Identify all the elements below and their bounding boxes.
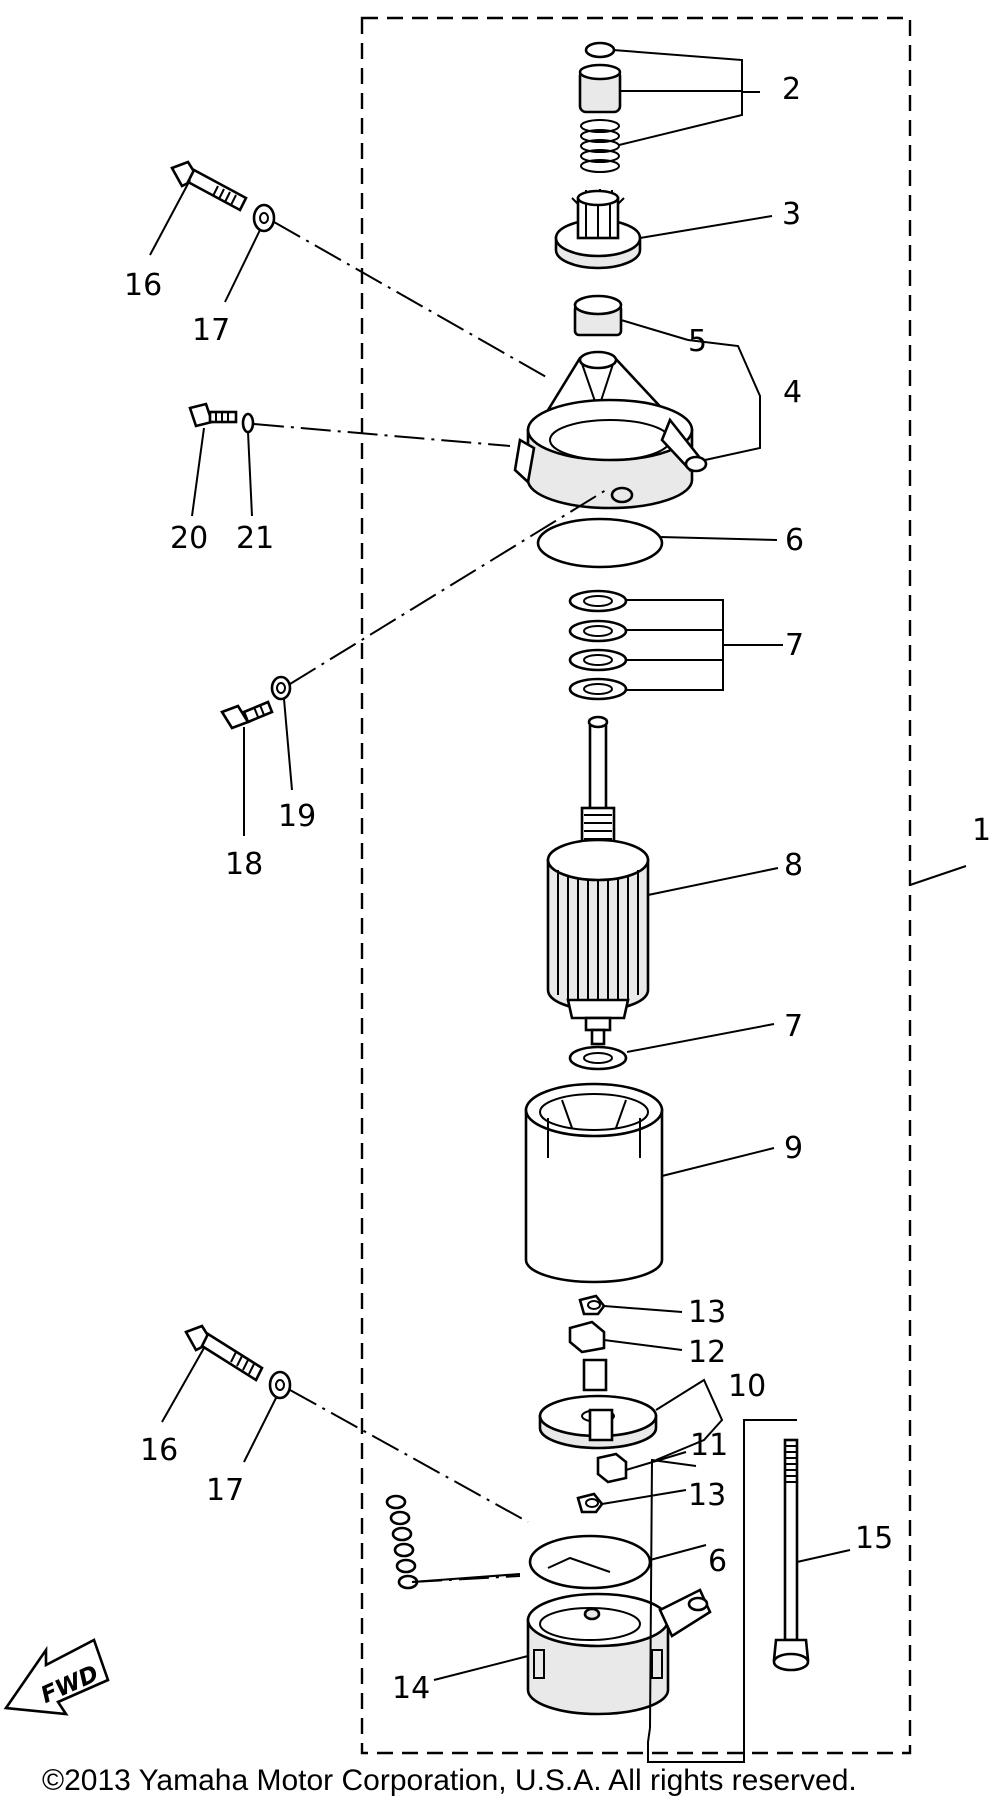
- part-11-brush: [596, 1452, 628, 1484]
- part-10-brush-holder: [538, 1358, 658, 1450]
- part-4-front-bracket: [513, 350, 708, 510]
- part-15-through-bolt: [772, 1438, 810, 1672]
- part-19-washer: [270, 675, 292, 701]
- part-18-bolt: [220, 700, 274, 730]
- callout-15: 15: [855, 1521, 893, 1556]
- callout-17-lower: 17: [206, 1473, 244, 1508]
- part-14-rear-cover: [526, 1588, 712, 1716]
- leader-lines: [149, 49, 967, 1763]
- part-20-screw: [188, 402, 238, 428]
- part-9-yoke: [524, 1082, 664, 1284]
- terminal-nut-stack: [385, 1494, 419, 1590]
- callout-19: 19: [278, 799, 316, 834]
- assembly-boundary: [360, 16, 912, 1755]
- callout-7-lower: 7: [784, 1009, 803, 1044]
- callout-11: 11: [690, 1428, 728, 1463]
- part-3-pinion-gear: [554, 189, 642, 270]
- callout-4: 4: [783, 375, 802, 410]
- part-17-washer-upper: [252, 203, 276, 233]
- callout-2: 2: [782, 72, 801, 107]
- part-16-bolt-upper: [170, 160, 248, 212]
- copyright-notice: ©2013 Yamaha Motor Corporation, U.S.A. A…: [42, 1764, 857, 1797]
- callout-6-lower: 6: [708, 1544, 727, 1579]
- part-12-brush: [568, 1320, 606, 1354]
- part-13-brush-spring-upper: [578, 1294, 606, 1316]
- fwd-arrow: FWD: [3, 1638, 110, 1716]
- callout-18: 18: [225, 847, 263, 882]
- part-6-o-ring-lower: [528, 1534, 652, 1590]
- callout-labels: 2 3 5 4 6 7 1 8 7 9 13 12 10 11 13 6 15 …: [124, 72, 991, 1706]
- callout-21: 21: [236, 521, 274, 556]
- callout-20: 20: [170, 521, 208, 556]
- callout-13-lower: 13: [688, 1478, 726, 1513]
- callout-3: 3: [782, 197, 801, 232]
- callout-1: 1: [972, 813, 991, 848]
- callout-6-upper: 6: [785, 523, 804, 558]
- callout-16-upper: 16: [124, 268, 162, 303]
- callout-7-upper: 7: [785, 628, 804, 663]
- part-6-o-ring-upper: [536, 517, 664, 569]
- callout-16-lower: 16: [140, 1433, 178, 1468]
- callout-10: 10: [728, 1369, 766, 1404]
- part-13-brush-spring-lower: [576, 1492, 604, 1514]
- callout-5: 5: [688, 324, 707, 359]
- part-5-bushing: [573, 294, 623, 337]
- callout-13-upper: 13: [688, 1295, 726, 1330]
- part-7-washer-lower: [568, 1045, 628, 1071]
- part-21-washer: [241, 412, 255, 434]
- part-2-clip-collar-spring: [578, 41, 622, 173]
- callout-12: 12: [688, 1335, 726, 1370]
- part-7-washers-upper: [568, 589, 628, 701]
- part-8-armature: [546, 715, 650, 1046]
- callout-8: 8: [784, 848, 803, 883]
- callout-17-upper: 17: [192, 313, 230, 348]
- callout-9: 9: [784, 1131, 803, 1166]
- part-16-bolt-lower: [184, 1324, 264, 1382]
- callout-14: 14: [392, 1671, 430, 1706]
- part-17-washer-lower: [268, 1370, 292, 1400]
